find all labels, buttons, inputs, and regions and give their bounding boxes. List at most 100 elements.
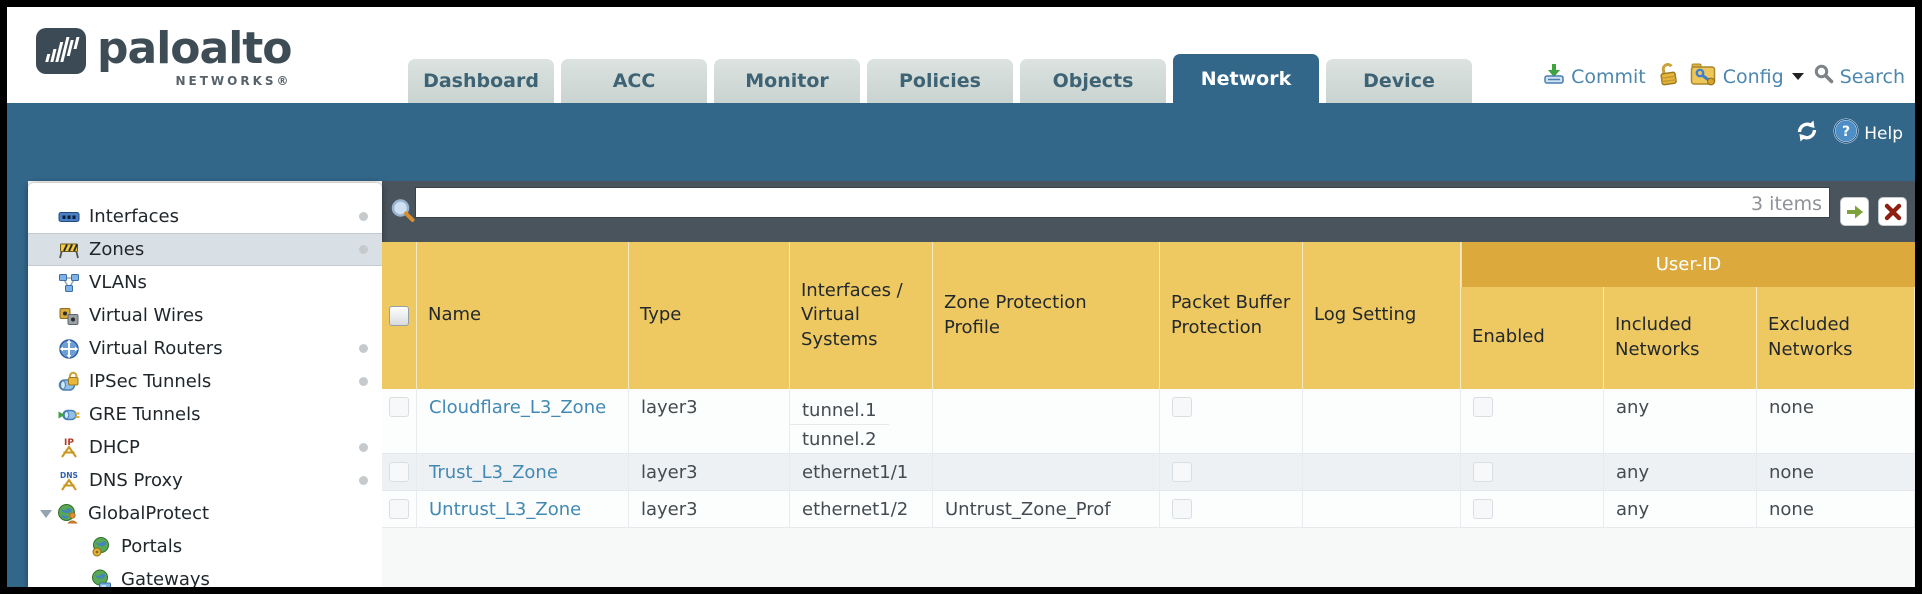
included-networks-cell: any [1604,389,1757,453]
row-checkbox[interactable] [389,499,409,519]
refresh-icon[interactable] [1794,118,1820,149]
dns-proxy-icon: DNS [58,470,80,492]
sidebar-item-interfaces[interactable]: Interfaces [28,200,382,233]
excluded-networks-cell: none [1757,454,1915,490]
commit-button[interactable]: Commit [1542,62,1646,91]
row-checkbox[interactable] [389,462,409,482]
included-networks-cell: any [1604,454,1757,490]
vlans-icon [58,272,80,294]
sidebar-item-globalprotect[interactable]: GlobalProtect [28,497,382,530]
user-id-enabled-cell [1461,454,1604,490]
status-dot [359,212,368,221]
zone-interfaces-cell: ethernet1/2 [790,491,933,527]
quick-actions: Commit [1542,61,1905,92]
column-header-excluded-networks[interactable]: Excluded Networks [1757,242,1915,389]
tab-dashboard[interactable]: Dashboard [408,59,554,103]
table-row: Cloudflare_L3_Zone layer3 tunnel.1 tunne… [382,389,1915,454]
status-dot [359,476,368,485]
packet-buffer-protection-checkbox[interactable] [1172,397,1192,417]
sidebar-item-dhcp[interactable]: IP DHCP [28,431,382,464]
sidebar-item-gp-gateways[interactable]: Gateways [28,563,382,587]
user-id-enabled-cell [1461,389,1604,453]
select-all-checkbox[interactable] [389,305,409,326]
filter-magnifier-icon[interactable] [389,197,417,229]
zone-link[interactable]: Cloudflare_L3_Zone [429,397,607,418]
sidebar-item-ipsec-tunnels[interactable]: IPSec Tunnels [28,365,382,398]
sidebar-item-gre-tunnels[interactable]: GRE Tunnels [28,398,382,431]
tab-acc[interactable]: ACC [561,59,707,103]
virtual-wires-icon [58,305,80,327]
zone-link[interactable]: Trust_L3_Zone [429,461,558,483]
zones-icon [58,239,80,261]
config-menu[interactable]: Config [1690,61,1804,92]
lock-icon[interactable] [1655,61,1681,92]
log-setting-cell [1303,389,1461,453]
ipsec-tunnels-icon [58,371,80,393]
sidebar-item-vlans[interactable]: VLANs [28,266,382,299]
log-setting-cell [1303,491,1461,527]
column-header-type[interactable]: Type [629,242,790,389]
column-header-included-networks[interactable]: Included Networks [1604,242,1757,389]
column-header-packet-buffer-protection[interactable]: Packet Buffer Protection [1160,242,1303,389]
dhcp-icon: IP [58,437,80,459]
user-id-group-header: User-ID [1461,242,1915,287]
tab-policies[interactable]: Policies [867,59,1013,103]
clear-filter-button[interactable] [1878,197,1907,226]
brand-wordmark: paloalto [97,23,293,74]
top-bar: paloalto NETWORKS® Dashboard ACC Monitor… [7,7,1915,103]
user-id-enabled-checkbox[interactable] [1473,462,1493,482]
user-id-enabled-checkbox[interactable] [1473,397,1493,417]
help-button[interactable]: ? Help [1833,118,1903,149]
expander-triangle-icon[interactable] [40,509,52,518]
sidebar-item-virtual-wires[interactable]: Virtual Wires [28,299,382,332]
chevron-down-icon [1791,73,1804,80]
column-header-zone-protection-profile[interactable]: Zone Protection Profile [933,242,1160,389]
user-id-enabled-checkbox[interactable] [1473,499,1493,519]
packet-buffer-protection-cell [1160,491,1303,527]
zone-type-cell: layer3 [629,454,790,490]
row-checkbox[interactable] [389,397,409,417]
commit-icon [1542,62,1566,91]
sidebar-item-virtual-routers[interactable]: Virtual Routers [28,332,382,365]
column-header-enabled[interactable]: Enabled [1461,242,1604,389]
status-dot [359,377,368,386]
search-button[interactable]: Search [1813,63,1905,90]
filter-input[interactable] [415,187,1830,218]
tab-monitor[interactable]: Monitor [714,59,860,103]
paloalto-logo-icon [35,27,87,79]
table-row: Untrust_L3_Zone layer3 ethernet1/2 Untru… [382,491,1915,528]
zone-protection-profile-cell: Untrust_Zone_Prof [933,491,1160,527]
excluded-networks-cell: none [1757,389,1915,453]
zone-link[interactable]: Untrust_L3_Zone [429,498,582,520]
zone-protection-profile-cell [933,389,1160,453]
excluded-networks-cell: none [1757,491,1915,527]
packet-buffer-protection-checkbox[interactable] [1172,499,1192,519]
packet-buffer-protection-checkbox[interactable] [1172,462,1192,482]
column-header-log-setting[interactable]: Log Setting [1303,242,1461,389]
sidebar-item-gp-portals[interactable]: Portals [28,530,382,563]
tab-network[interactable]: Network [1173,54,1319,103]
table-row: Trust_L3_Zone layer3 ethernet1/1 any non… [382,454,1915,491]
zone-type-cell: layer3 [629,491,790,527]
user-id-enabled-cell [1461,491,1604,527]
globalprotect-icon [57,503,79,525]
row-checkbox-cell [382,491,417,527]
sidebar-item-dns-proxy[interactable]: DNS DNS Proxy [28,464,382,497]
packet-buffer-protection-cell [1160,454,1303,490]
tab-objects[interactable]: Objects [1020,59,1166,103]
column-header-interfaces[interactable]: Interfaces / Virtual Systems [790,242,933,389]
column-header-name[interactable]: Name [417,242,629,389]
sub-header-band: ? Help [7,103,1915,181]
tab-device[interactable]: Device [1326,59,1472,103]
zone-type-cell: layer3 [629,389,790,453]
status-dot [359,245,368,254]
zone-interfaces-cell: tunnel.1 tunnel.2 [790,389,933,453]
sidebar-item-zones[interactable]: Zones [28,233,382,266]
apply-filter-button[interactable] [1840,197,1869,226]
main-nav-tabs: Dashboard ACC Monitor Policies Objects N… [408,54,1472,103]
zone-protection-profile-cell [933,454,1160,490]
gateways-icon [90,569,112,587]
status-dot [359,344,368,353]
portals-icon [90,536,112,558]
paloalto-logo: paloalto NETWORKS® [35,23,293,88]
